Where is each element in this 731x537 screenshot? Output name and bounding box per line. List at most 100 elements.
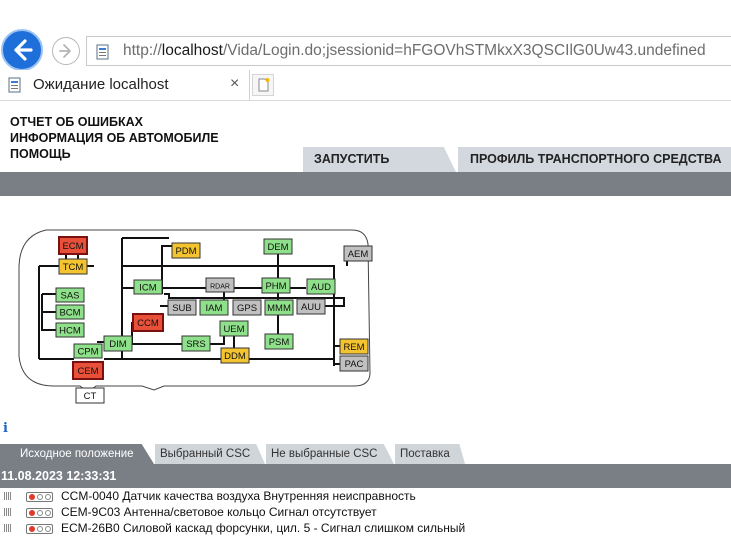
forward-button[interactable] [52, 37, 80, 65]
module-layer: ECM TCM PDM DEM AEM SAS BCM HCM CPM CEM CT DIM ICM RD… [55, 236, 373, 404]
module-label: ICM [139, 283, 157, 294]
module-ct[interactable]: CT [75, 387, 105, 404]
module-box [220, 347, 250, 364]
back-arrow-icon [14, 39, 33, 61]
module-icm[interactable]: ICM [133, 279, 163, 295]
module-label: CT [84, 391, 97, 402]
module-sas[interactable]: SAS [55, 287, 85, 303]
module-uem[interactable]: UEM [219, 320, 249, 337]
back-button[interactable] [1, 29, 43, 71]
module-box [263, 238, 293, 255]
menu-link-help[interactable]: ПОМОЩЬ [10, 147, 71, 161]
list-item[interactable]: ECM-26B0 Силовой каскад форсунки, цил. 5… [0, 521, 731, 537]
module-box [58, 236, 88, 255]
tree-expander-icon[interactable] [4, 492, 12, 500]
main-menu: ОТЧЕТ ОБ ОШИБКАХ ИНФОРМАЦИЯ ОБ АВТОМОБИЛ… [10, 114, 219, 162]
module-sub[interactable]: SUB [167, 299, 197, 316]
list-item[interactable]: CCM-0040 Датчик качества воздуха Внутрен… [0, 489, 731, 505]
module-label: IAM [206, 303, 223, 314]
module-box [181, 335, 211, 352]
module-label: UEM [223, 324, 244, 335]
module-label: PHM [265, 281, 286, 292]
module-box [199, 299, 229, 316]
module-label: TCM [63, 262, 84, 273]
module-dim[interactable]: DIM [103, 335, 133, 352]
timestamp-bar: 11.08.2023 12:33:31 [0, 464, 731, 488]
module-pac[interactable]: PAC [339, 355, 369, 372]
url-field[interactable]: http://localhost/Vida/Login.do;jsessioni… [86, 36, 731, 66]
traffic-light-icon [26, 492, 53, 502]
module-cem[interactable]: CEM [72, 361, 104, 380]
vehicle-profile-button[interactable]: ПРОФИЛЬ ТРАНСПОРТНОГО СРЕДСТВА [458, 147, 731, 172]
module-label: GPS [237, 303, 257, 314]
tab-strip: Ожидание localhost × [0, 70, 731, 100]
module-iam[interactable]: IAM [199, 299, 229, 316]
report-timestamp: 11.08.2023 12:33:31 [1, 469, 117, 483]
module-ecm[interactable]: ECM [58, 236, 88, 255]
module-box [55, 322, 85, 338]
module-label: DEM [267, 242, 288, 253]
module-psm[interactable]: PSM [264, 333, 294, 350]
module-label: DIM [109, 339, 127, 350]
tab-unselected-csc[interactable]: Не выбранные CSC [266, 444, 394, 464]
module-box [167, 299, 197, 316]
module-label: SRS [186, 339, 206, 350]
module-box [219, 320, 249, 337]
module-label: AUU [301, 302, 321, 313]
module-label: BCM [59, 308, 80, 319]
run-button[interactable]: ЗАПУСТИТЬ [303, 147, 456, 172]
tab-selected-csc[interactable]: Выбранный CSC [155, 444, 265, 464]
new-tab-button[interactable] [252, 74, 274, 96]
traffic-light-icon [26, 508, 53, 518]
traffic-light-icon [26, 524, 53, 534]
module-box [343, 245, 373, 262]
module-box [171, 242, 201, 259]
module-cpm[interactable]: CPM [73, 343, 103, 359]
module-auu[interactable]: AUU [296, 298, 326, 315]
address-bar: http://localhost/Vida/Login.do;jsessioni… [0, 0, 731, 71]
module-box [75, 387, 105, 404]
module-box [58, 258, 88, 275]
module-label: REM [343, 342, 364, 353]
menu-link-error-report[interactable]: ОТЧЕТ ОБ ОШИБКАХ [10, 115, 144, 129]
module-rdar[interactable]: RDAR [205, 277, 235, 293]
list-item[interactable]: CEM-9C03 Антенна/световое кольцо Сигнал … [0, 505, 731, 521]
module-mmm[interactable]: MMM [264, 299, 294, 316]
module-box [205, 277, 235, 293]
network-diagram: ECM TCM PDM DEM AEM SAS BCM HCM CPM CEM CT DIM ICM RD… [18, 229, 373, 404]
module-phm[interactable]: PHM [261, 277, 291, 294]
module-srs[interactable]: SRS [181, 335, 211, 352]
module-box [264, 299, 294, 316]
module-ccm[interactable]: CCM [132, 313, 164, 332]
module-label: CEM [77, 366, 98, 377]
tree-expander-icon[interactable] [4, 508, 12, 516]
module-label: RDAR [210, 284, 230, 291]
toolbar-band [0, 172, 731, 196]
tab-delivery[interactable]: Поставка [395, 444, 465, 464]
content-divider [0, 100, 731, 101]
module-box [55, 287, 85, 303]
module-box [73, 343, 103, 359]
module-hcm[interactable]: HCM [55, 322, 85, 338]
module-bcm[interactable]: BCM [55, 304, 85, 320]
module-dem[interactable]: DEM [263, 238, 293, 255]
module-aud[interactable]: AUD [306, 278, 336, 295]
module-tcm[interactable]: TCM [58, 258, 88, 275]
menu-link-vehicle-info[interactable]: ИНФОРМАЦИЯ ОБ АВТОМОБИЛЕ [10, 131, 219, 145]
module-rem[interactable]: REM [339, 338, 369, 355]
module-aem[interactable]: AEM [343, 245, 373, 262]
module-box [261, 277, 291, 294]
module-box [296, 298, 326, 315]
module-box [72, 361, 104, 380]
page-favicon-icon [96, 44, 109, 60]
tree-expander-icon[interactable] [4, 524, 12, 532]
page-favicon-icon [8, 77, 21, 93]
close-icon[interactable]: × [230, 75, 240, 92]
module-gps[interactable]: GPS [232, 299, 262, 316]
info-icon[interactable]: i [3, 421, 8, 436]
module-pdm[interactable]: PDM [171, 242, 201, 259]
browser-tab[interactable]: Ожидание localhost × [0, 70, 250, 100]
module-box [339, 355, 369, 372]
module-ddm[interactable]: DDM [220, 347, 250, 364]
tab-initial-position[interactable]: Исходное положение [0, 444, 154, 464]
